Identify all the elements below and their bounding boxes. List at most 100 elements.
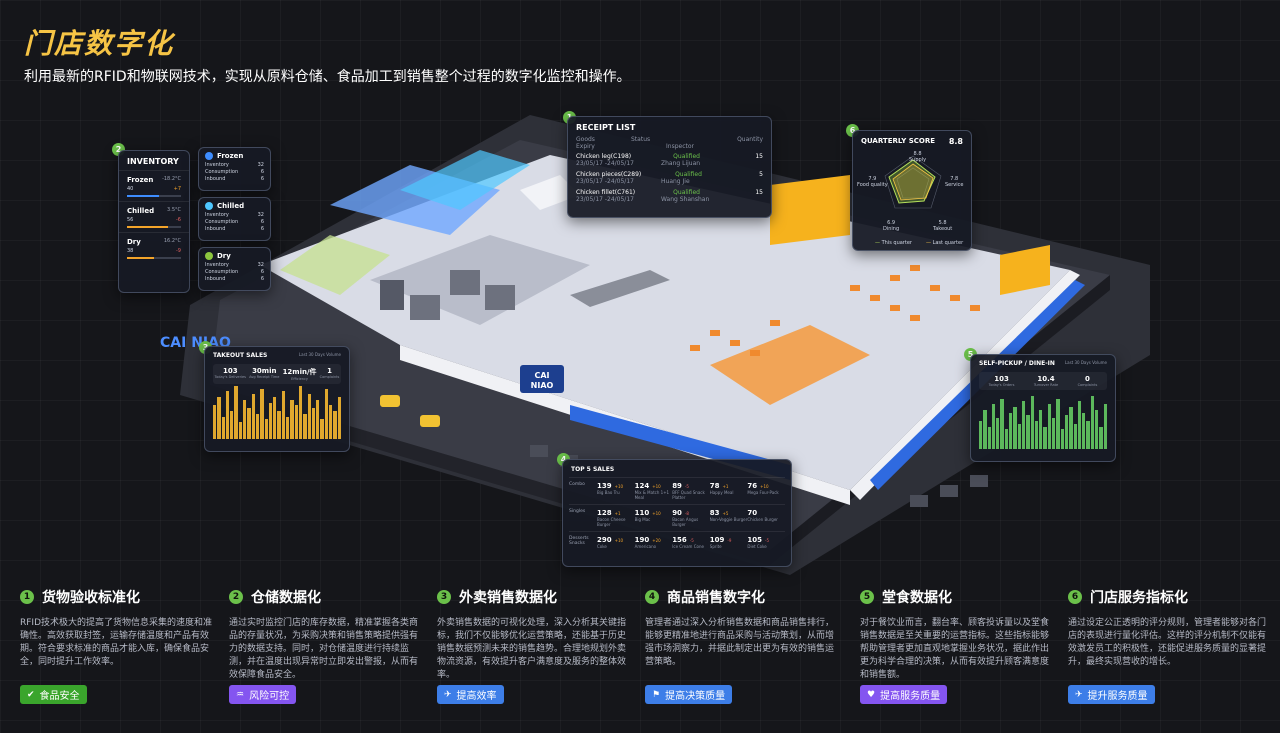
takeout-stat-value: 12min/件 [282, 368, 317, 376]
section-tag: ✈提高效率 [437, 685, 504, 704]
takeout-bar [213, 405, 217, 439]
svg-text:NIAO: NIAO [531, 381, 554, 390]
store-sign [520, 365, 564, 393]
storage-card-value: 32 [257, 262, 264, 268]
receipt-goods: Chicken fillet(C761) [576, 189, 636, 196]
top5-value: 124 [634, 482, 650, 490]
top5-category: Singles [569, 509, 586, 514]
dinein-bar [1047, 404, 1052, 449]
page-title: 门店数字化 [24, 27, 175, 60]
tag-icon: ♒ [236, 689, 245, 700]
top5-item-name: Mix & Match 1+1 Meal [634, 490, 670, 500]
feature-section: 5 堂食数据化对于餐饮业而言，翻台率、顾客投诉量以及堂食销售数据是至关重要的运营指… [860, 587, 1055, 682]
dinein-bar [1056, 398, 1060, 449]
top5-value: 78 [709, 482, 720, 490]
dinein-bar [1086, 421, 1090, 449]
top5-delta: -5 [765, 538, 769, 543]
top5-value: 290 [597, 536, 612, 544]
dinein-bar [1013, 407, 1017, 449]
dinein-bar [1017, 423, 1021, 449]
dinein-bar-chart [979, 393, 1107, 449]
inventory-level-bar [127, 195, 181, 197]
storage-icon [205, 202, 213, 210]
top5-item-name: Big Bao Tru [597, 490, 620, 495]
radar-chart [884, 155, 942, 209]
receipt-subheader-inspector: Inspector [666, 143, 694, 150]
top5-item-name: BFF Quad Snack Platter [672, 490, 705, 500]
axis-takeout-label: Takeout [933, 226, 953, 232]
top5-delta: +10 [652, 511, 661, 516]
top5-value: 156 [672, 536, 687, 544]
top5-delta: +1 [614, 511, 621, 516]
storage-card-value: 32 [257, 162, 264, 168]
legend-last-quarter: — Last quarter [925, 240, 964, 246]
dinein-stat-label: Complaints [1077, 383, 1098, 387]
takeout-bar [333, 411, 337, 439]
receipt-expiry: 23/05/17 -24/05/17 [576, 178, 634, 185]
inventory-value: 40 [127, 186, 134, 192]
dinein-bar [1043, 426, 1047, 449]
storage-card-label: Inventory [205, 162, 229, 168]
takeout-stat-value: 1 [327, 367, 332, 375]
inventory-delta: +7 [173, 186, 181, 192]
takeout-title: TAKEOUT SALES [213, 352, 268, 359]
inventory-delta: -6 [176, 217, 181, 223]
tag-icon: ♥ [867, 689, 876, 700]
section-tag: ✔食品安全 [20, 685, 87, 704]
section-number: 3 [437, 590, 451, 604]
section-title: 货物验收标准化 [42, 590, 140, 606]
section-title: 外卖销售数据化 [459, 590, 557, 606]
receipt-status: Qualified [673, 189, 700, 196]
receipt-goods: Chicken pieces(C289) [576, 171, 642, 178]
dinein-bar [1039, 409, 1043, 449]
dinein-bar [983, 409, 987, 449]
takeout-stat-label: Today's Deliveries [214, 375, 246, 379]
section-tag: ♥提高服务质量 [860, 685, 948, 704]
dinein-bar [1090, 395, 1095, 449]
receipt-qty: 15 [755, 189, 763, 196]
storage-card-value: 6 [260, 269, 264, 275]
takeout-bar [286, 416, 290, 439]
axis-dining-label: Dining [883, 226, 900, 232]
tag-icon: ✈ [444, 689, 452, 700]
takeout-bar [268, 402, 273, 439]
storage-card-value: 32 [257, 212, 264, 218]
top5-delta: +10 [652, 484, 661, 489]
dinein-bar [1060, 429, 1064, 449]
dinein-bar [1026, 415, 1030, 449]
storage-card-label: Inventory [205, 262, 229, 268]
receipt-qty: 5 [759, 171, 763, 178]
dinein-stat-value: 10.4 [1037, 375, 1055, 383]
section-description: 对于餐饮业而言，翻台率、顾客投诉量以及堂食销售数据是至关重要的运营指标。这些指标… [860, 618, 1050, 680]
dinein-bar [1082, 412, 1086, 449]
dinein-bar [979, 421, 983, 449]
section-number: 5 [860, 590, 874, 604]
storage-card-label: Consumption [205, 169, 239, 175]
inventory-value: 38 [127, 248, 134, 254]
takeout-bar [324, 388, 329, 439]
section-title: 堂食数据化 [882, 590, 952, 606]
dinein-bar [987, 426, 991, 449]
inventory-temp: 3.5°C [167, 207, 181, 213]
section-tag: ✈提升服务质量 [1068, 685, 1155, 704]
receipt-qty: 15 [755, 153, 763, 160]
inventory-value: 56 [127, 217, 134, 223]
storage-card-label: Inbound [205, 226, 226, 232]
top5-item-name: Americano [634, 544, 657, 549]
tag-label: 提高决策质量 [665, 691, 726, 702]
top5-delta: +10 [614, 484, 624, 489]
section-description: 通过实时监控门店的库存数据，精准掌握各类商品的存量状况，为采购决策和销售策略提供… [229, 618, 419, 680]
legend-this-quarter: — This quarter [875, 240, 912, 246]
takeout-bar [225, 391, 230, 439]
